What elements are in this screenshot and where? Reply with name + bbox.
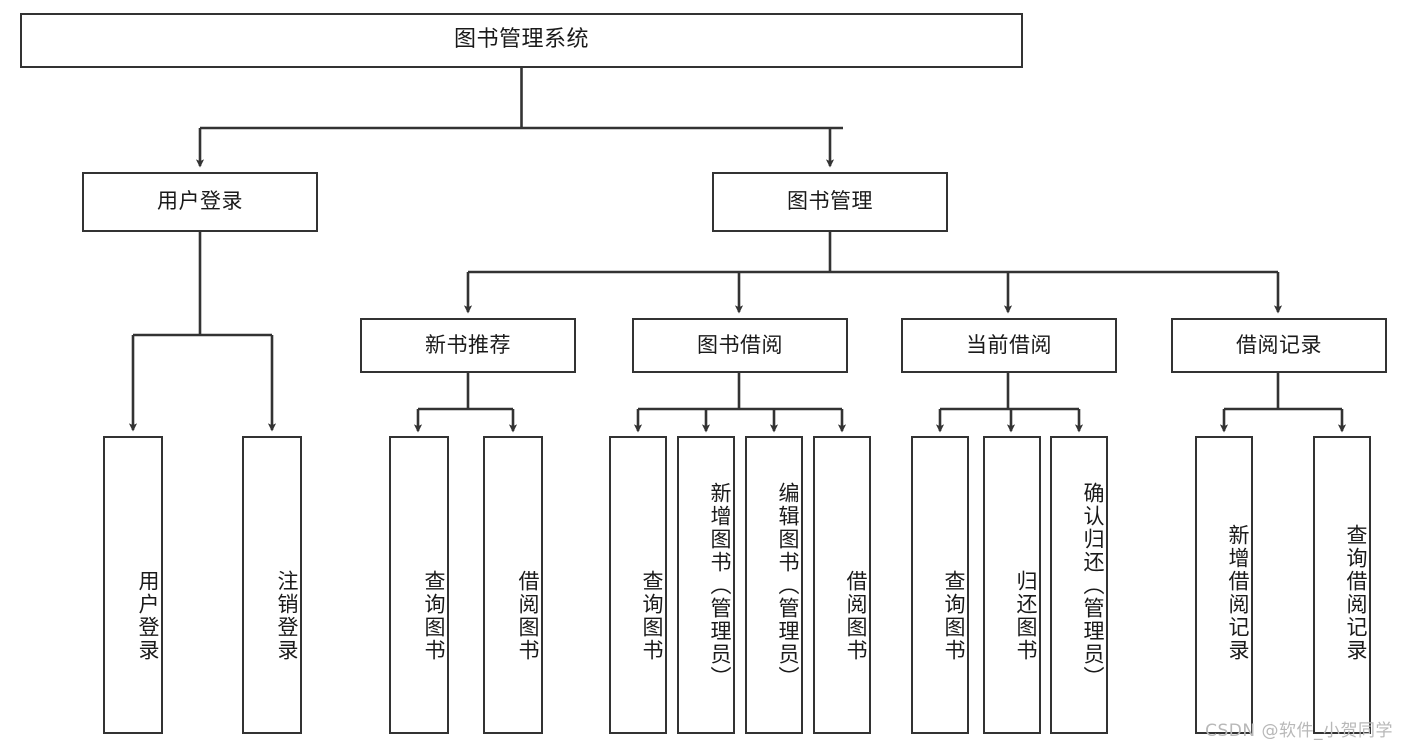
node-current-borrow[interactable]: 当前借阅 [901, 318, 1117, 373]
node-root[interactable]: 图书管理系统 [20, 13, 1023, 68]
node-user-login[interactable]: 用户登录 [82, 172, 318, 232]
node-leaf-return-book[interactable]: 归还图书 [983, 436, 1041, 734]
node-borrow-record[interactable]: 借阅记录 [1171, 318, 1387, 373]
node-leaf-add-borrow-record[interactable]: 新增借阅记录 [1195, 436, 1253, 734]
node-leaf-add-book-admin[interactable]: 新增图书（管理员） [677, 436, 735, 734]
node-leaf-edit-book-admin[interactable]: 编辑图书（管理员） [745, 436, 803, 734]
node-leaf-user-login[interactable]: 用户登录 [103, 436, 163, 734]
node-leaf-borrow-book-rec[interactable]: 借阅图书 [483, 436, 543, 734]
node-leaf-query-book-rec[interactable]: 查询图书 [389, 436, 449, 734]
node-leaf-query-borrow-record[interactable]: 查询借阅记录 [1313, 436, 1371, 734]
watermark-text: CSDN @软件_小贺同学 [1205, 721, 1393, 741]
node-new-book-recommend[interactable]: 新书推荐 [360, 318, 576, 373]
node-leaf-query-book-current[interactable]: 查询图书 [911, 436, 969, 734]
node-leaf-query-book-borrow[interactable]: 查询图书 [609, 436, 667, 734]
node-leaf-confirm-return-admin[interactable]: 确认归还（管理员） [1050, 436, 1108, 734]
node-leaf-user-logout[interactable]: 注销登录 [242, 436, 302, 734]
node-book-borrow[interactable]: 图书借阅 [632, 318, 848, 373]
node-book-manage[interactable]: 图书管理 [712, 172, 948, 232]
node-leaf-borrow-book[interactable]: 借阅图书 [813, 436, 871, 734]
